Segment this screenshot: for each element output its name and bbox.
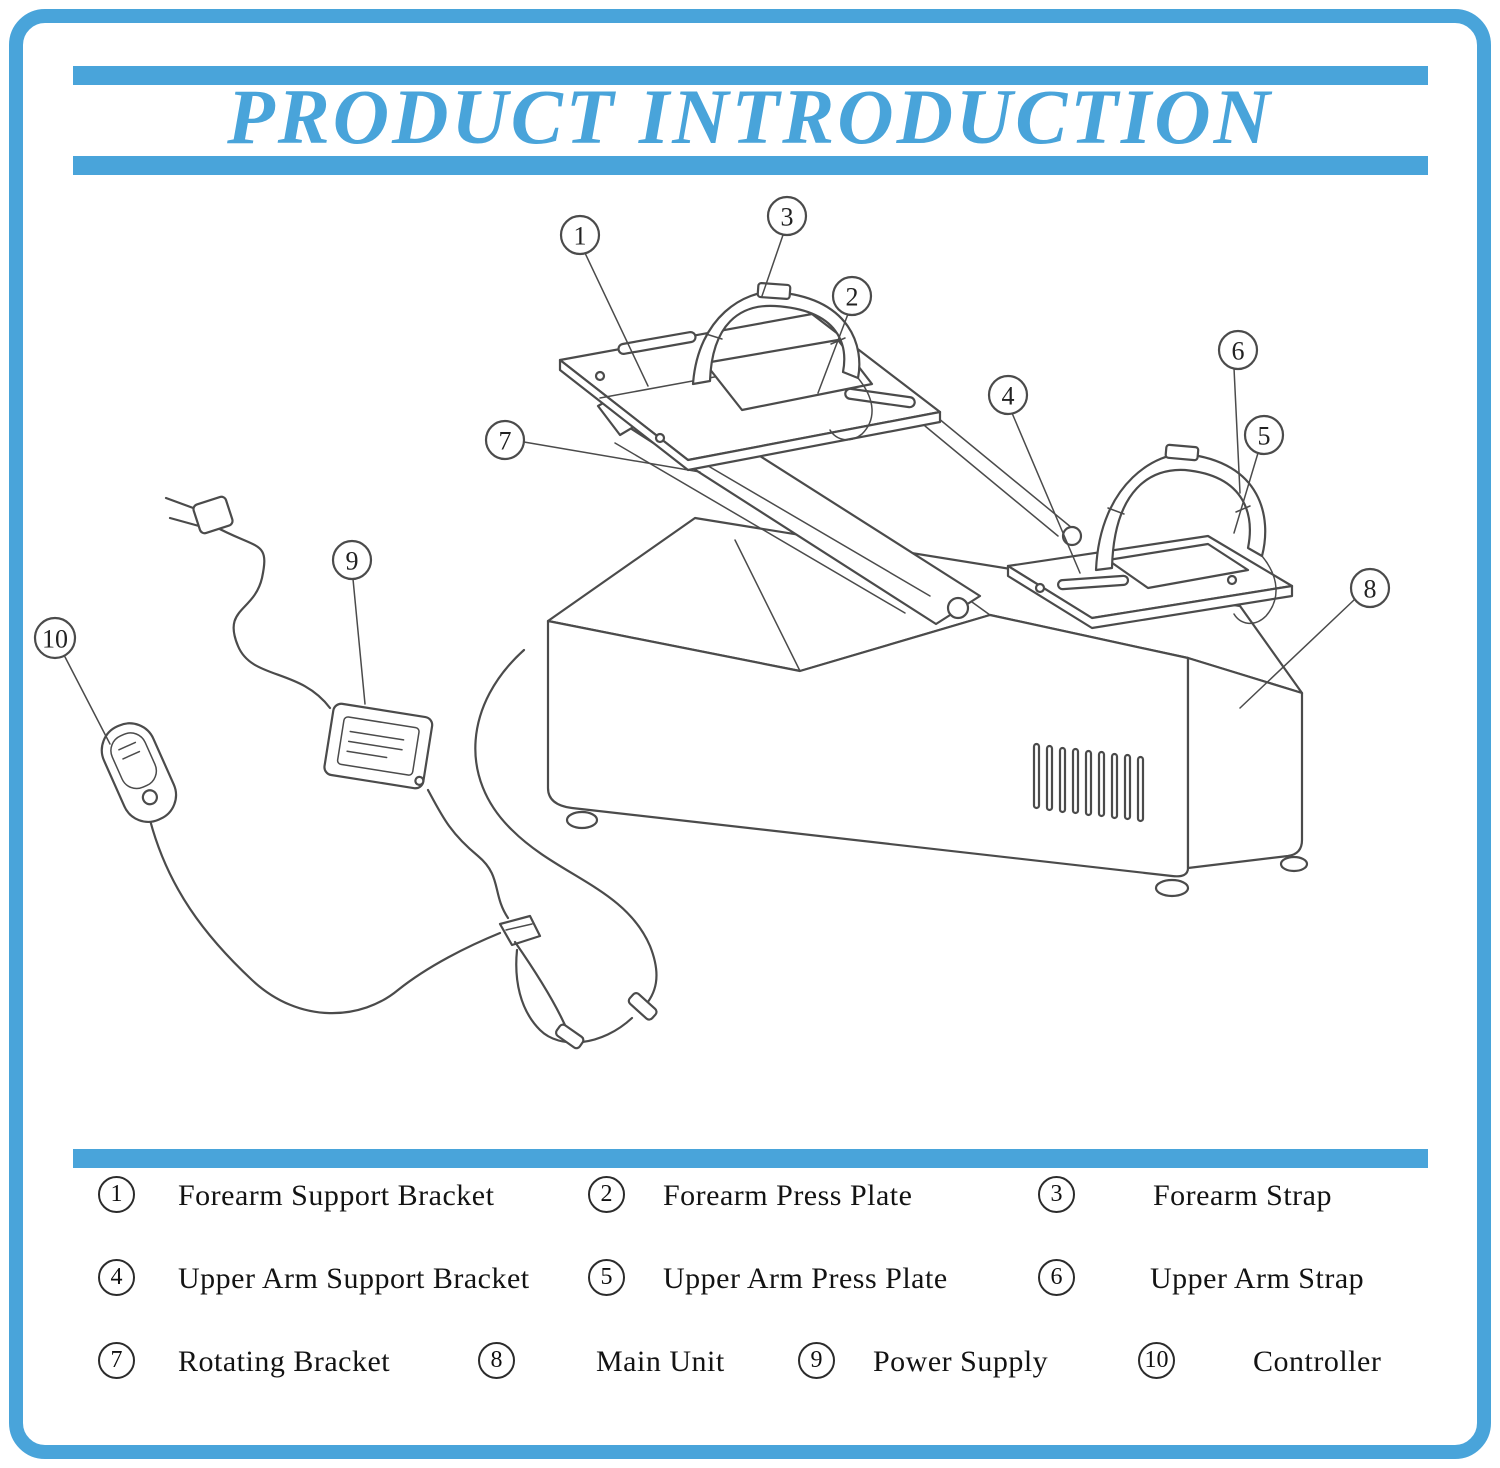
upper-arm-strap-drawing xyxy=(1094,443,1277,625)
legend-label-4: Upper Arm Support Bracket xyxy=(178,1262,530,1295)
legend-label-5: Upper Arm Press Plate xyxy=(663,1262,948,1295)
legend-label-1: Forearm Support Bracket xyxy=(178,1179,495,1212)
forearm-strap-drawing xyxy=(691,282,873,441)
legend-num-10: 10 xyxy=(1138,1342,1175,1379)
callout-6-number: 6 xyxy=(1232,337,1245,366)
legend-num-2: 2 xyxy=(588,1176,625,1213)
callout-4-number: 4 xyxy=(1002,382,1015,411)
legend-label-9: Power Supply xyxy=(873,1345,1049,1378)
callout-5: 5 xyxy=(1233,414,1285,534)
product-diagram: 1 2 3 4 5 6 7 xyxy=(33,195,1391,1050)
callout-3: 3 xyxy=(761,195,808,297)
callout-5-number: 5 xyxy=(1258,422,1271,451)
callout-10: 10 xyxy=(33,616,111,745)
legend-num-8: 8 xyxy=(478,1342,515,1379)
callout-9: 9 xyxy=(331,539,373,705)
vent-grille xyxy=(1032,742,1145,823)
legend-num-4: 4 xyxy=(98,1259,135,1296)
page-title: PRODUCT INTRODUCTION xyxy=(227,73,1273,160)
upper-arm-press-plate-drawing xyxy=(1106,542,1250,590)
callout-9-number: 9 xyxy=(346,547,359,576)
legend-num-6: 6 xyxy=(1038,1259,1075,1296)
legend-label-10: Controller xyxy=(1253,1345,1382,1378)
legend-label-6: Upper Arm Strap xyxy=(1150,1262,1365,1295)
callout-4: 4 xyxy=(987,374,1081,574)
callout-7-number: 7 xyxy=(499,427,512,456)
forearm-press-plate-drawing xyxy=(703,338,874,412)
callout-8: 8 xyxy=(1239,567,1391,709)
callout-6: 6 xyxy=(1217,329,1259,494)
legend-label-7: Rotating Bracket xyxy=(178,1345,391,1378)
legend-divider-bar xyxy=(73,1149,1428,1168)
cables-drawing xyxy=(148,495,658,1050)
callout-10-number: 10 xyxy=(42,625,68,654)
top-accent-bar xyxy=(73,66,1428,85)
title-underline-bar xyxy=(73,156,1428,175)
callout-2: 2 xyxy=(817,275,873,394)
legend-num-9: 9 xyxy=(798,1342,835,1379)
power-supply-drawing xyxy=(323,702,434,790)
legend-num-7: 7 xyxy=(98,1342,135,1379)
legend-label-8: Main Unit xyxy=(596,1345,725,1378)
legend-label-3: Forearm Strap xyxy=(1153,1179,1332,1212)
callout-2-number: 2 xyxy=(846,283,859,312)
callout-1-number: 1 xyxy=(574,222,587,251)
legend-num-1: 1 xyxy=(98,1176,135,1213)
legend-num-3: 3 xyxy=(1038,1176,1075,1213)
legend-num-5: 5 xyxy=(588,1259,625,1296)
legend-label-2: Forearm Press Plate xyxy=(663,1179,913,1212)
callout-7: 7 xyxy=(484,419,701,473)
callout-8-number: 8 xyxy=(1364,575,1377,604)
callout-3-number: 3 xyxy=(781,203,794,232)
callout-1: 1 xyxy=(559,214,649,387)
controller-drawing xyxy=(100,722,178,823)
